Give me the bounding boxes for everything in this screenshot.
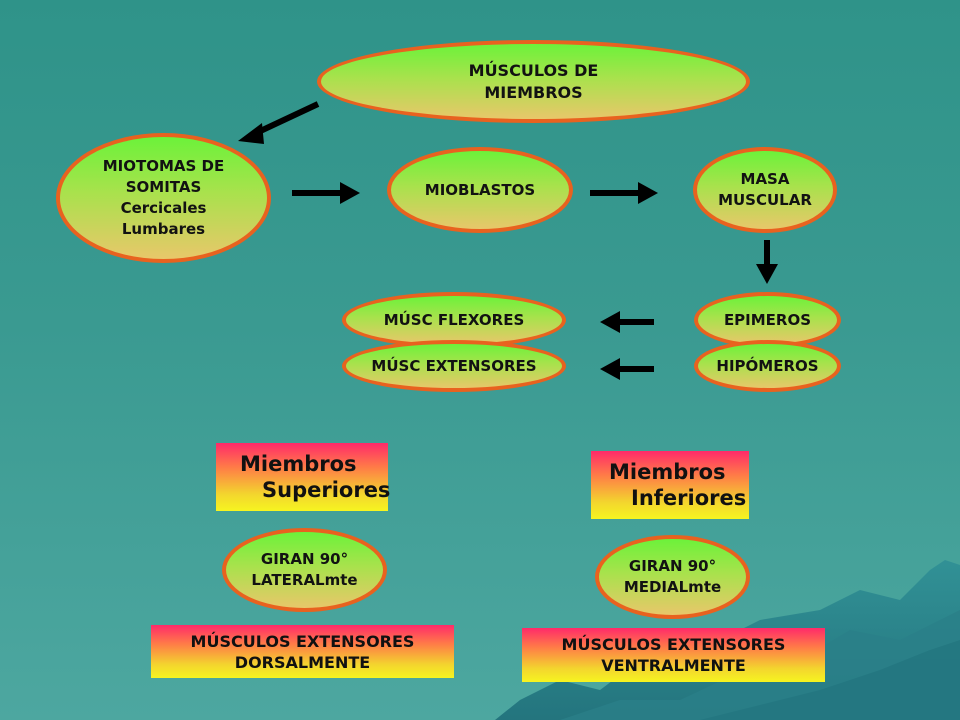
lower-result-line1: MÚSCULOS EXTENSORES bbox=[561, 635, 786, 654]
node-mioblastos-label: MIOBLASTOS bbox=[424, 180, 536, 199]
upper-rotation-line1: GIRAN 90° bbox=[260, 550, 349, 568]
upper-result-line2: DORSALMENTE bbox=[234, 652, 371, 672]
arrow-to-miotomas-head bbox=[238, 123, 264, 144]
node-epimeros-label: EPIMEROS bbox=[723, 310, 812, 329]
node-miotomas-line4: Lumbares bbox=[121, 220, 206, 238]
arrow-to-flexores-head bbox=[600, 311, 620, 333]
node-miotomas: MIOTOMAS DE SOMITAS Cercicales Lumbares bbox=[56, 133, 271, 263]
lower-rotation-line1: GIRAN 90° bbox=[628, 557, 717, 575]
node-musculos-miembros: MÚSCULOS DE MIEMBROS bbox=[317, 40, 750, 123]
node-miotomas-line3: Cercicales bbox=[120, 199, 207, 217]
upper-result-line1: MÚSCULOS EXTENSORES bbox=[190, 631, 415, 651]
upper-limbs-title-line1: Miembros bbox=[240, 452, 357, 476]
upper-limbs-title-line2: Superiores bbox=[262, 478, 391, 502]
node-musc-extensores: MÚSC EXTENSORES bbox=[342, 340, 566, 392]
lower-result: MÚSCULOS EXTENSORES VENTRALMENTE bbox=[522, 628, 825, 682]
upper-limbs-title: Miembros Superiores bbox=[216, 443, 391, 511]
lower-result-line2: VENTRALMENTE bbox=[601, 656, 746, 675]
node-masa-muscular: MASA MUSCULAR bbox=[693, 147, 837, 233]
arrow-to-masa-head bbox=[638, 182, 658, 204]
arrow-down-head bbox=[756, 264, 778, 284]
lower-rotation-line2: MEDIALmte bbox=[623, 578, 722, 596]
node-masa-muscular-line1: MASA bbox=[740, 170, 790, 188]
upper-result: MÚSCULOS EXTENSORES DORSALMENTE bbox=[151, 625, 454, 678]
lower-limbs-title: Miembros Inferiores bbox=[591, 451, 749, 519]
node-miotomas-line2: SOMITAS bbox=[125, 178, 202, 196]
node-musc-extensores-label: MÚSC EXTENSORES bbox=[371, 356, 537, 375]
node-hipomeros-label: HIPÓMEROS bbox=[716, 356, 819, 375]
lower-limbs-title-line1: Miembros bbox=[609, 460, 726, 484]
upper-rotation-line2: LATERALmte bbox=[251, 571, 358, 589]
node-musc-flexores-label: MÚSC FLEXORES bbox=[383, 310, 525, 329]
lower-rotation: GIRAN 90° MEDIALmte bbox=[595, 535, 750, 619]
node-musculos-miembros-line2: MIEMBROS bbox=[484, 82, 583, 102]
node-musculos-miembros-line1: MÚSCULOS DE bbox=[468, 60, 599, 80]
lower-limbs-title-line2: Inferiores bbox=[631, 486, 747, 510]
arrow-to-extensores-head bbox=[600, 358, 620, 380]
arrow-to-mioblastos-head bbox=[340, 182, 360, 204]
node-hipomeros: HIPÓMEROS bbox=[694, 340, 841, 392]
upper-rotation: GIRAN 90° LATERALmte bbox=[222, 528, 387, 612]
node-mioblastos: MIOBLASTOS bbox=[387, 147, 573, 233]
node-miotomas-line1: MIOTOMAS DE bbox=[102, 157, 225, 175]
node-masa-muscular-line2: MUSCULAR bbox=[718, 191, 812, 209]
arrow-to-miotomas bbox=[252, 101, 320, 137]
